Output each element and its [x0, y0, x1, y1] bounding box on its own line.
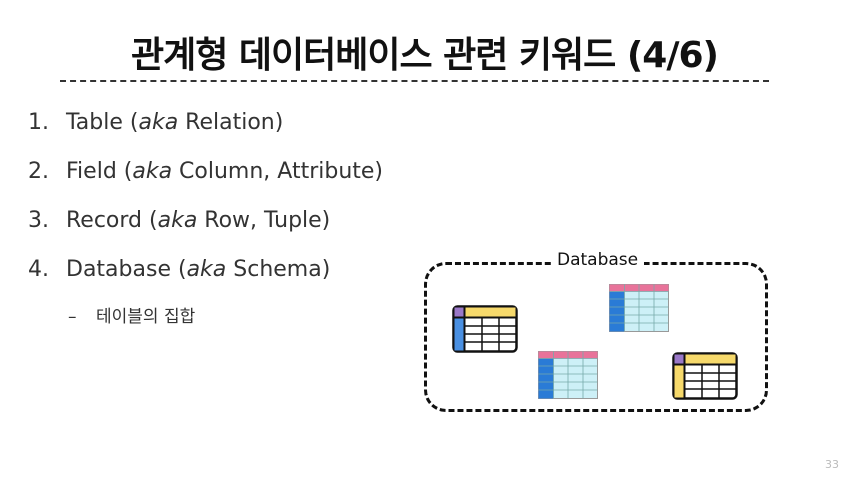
term: Table (	[66, 110, 139, 135]
yellow-table-icon	[452, 305, 518, 353]
synonyms: Row, Tuple)	[197, 208, 331, 233]
aka-label: aka	[132, 159, 173, 184]
sub-text: 테이블의 집합	[96, 307, 196, 327]
term: Field (	[66, 159, 133, 184]
database-label: Database	[551, 250, 645, 270]
sub-dash: –	[68, 307, 77, 327]
slide-title: 관계형 데이터베이스 관련 키워드 (4/6)	[131, 35, 719, 76]
synonyms: Relation)	[178, 110, 284, 135]
list-number: 1.	[28, 110, 49, 135]
list-item: 3. Record (aka Row, Tuple)	[28, 208, 330, 242]
pink-grid-table-icon	[609, 284, 669, 332]
aka-label: aka	[157, 208, 198, 233]
page-number: 33	[825, 458, 839, 471]
yellow-table-icon	[672, 352, 738, 400]
synonyms: Column, Attribute)	[172, 159, 384, 184]
synonyms: Schema)	[226, 257, 331, 282]
list-item: 2. Field (aka Column, Attribute)	[28, 159, 383, 193]
aka-label: aka	[138, 110, 179, 135]
title-divider	[60, 80, 769, 82]
term: Record (	[66, 208, 158, 233]
list-number: 2.	[28, 159, 49, 184]
list-item: 4. Database (aka Schema)	[28, 257, 330, 291]
pink-grid-table-icon	[538, 351, 598, 399]
term: Database (	[66, 257, 187, 282]
sub-item: –테이블의 집합	[68, 302, 195, 327]
list-number: 3.	[28, 208, 49, 233]
list-number: 4.	[28, 257, 49, 282]
aka-label: aka	[186, 257, 227, 282]
list-item: 1. Table (aka Relation)	[28, 110, 283, 144]
